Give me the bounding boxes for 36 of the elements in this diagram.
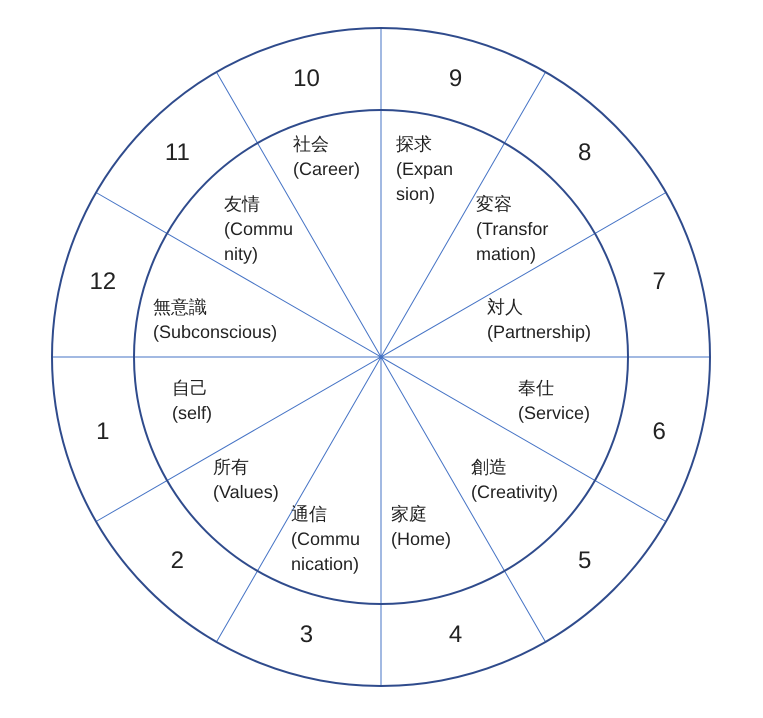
- house-name: 創造: [471, 456, 508, 479]
- house-name: 探求: [396, 133, 433, 156]
- house-name: 通信: [291, 503, 328, 526]
- house-keyword: (Community): [224, 218, 294, 266]
- house-name: 所有: [213, 456, 250, 479]
- house-number: 8: [578, 139, 592, 168]
- house-keyword: (Creativity): [471, 481, 558, 504]
- house-number: 7: [652, 268, 666, 296]
- house-keyword: (Subconscious): [153, 321, 278, 344]
- house-name: 家庭: [391, 503, 428, 526]
- house-number: 2: [170, 546, 184, 575]
- house-number: 3: [300, 621, 314, 650]
- house-keyword: (Transformation): [476, 218, 550, 266]
- house-keyword: (Expansion): [396, 158, 454, 206]
- house-number: 12: [89, 268, 116, 296]
- house-number: 10: [293, 64, 320, 93]
- house-number: 1: [96, 418, 110, 446]
- house-number: 4: [448, 621, 462, 650]
- house-name: 自己: [172, 377, 209, 400]
- house-keyword: (Service): [518, 402, 590, 425]
- house-number: 5: [578, 546, 592, 575]
- house-name: 社会: [293, 133, 330, 156]
- house-keyword: (Career): [293, 158, 360, 181]
- house-number: 6: [652, 418, 666, 446]
- house-keyword: (Home): [391, 528, 452, 551]
- house-name: 友情: [224, 193, 261, 216]
- house-name: 奉仕: [518, 377, 555, 400]
- house-keyword: (Partnership): [487, 321, 592, 344]
- house-number: 11: [164, 139, 190, 168]
- house-number: 9: [448, 64, 462, 93]
- house-keyword: (self): [172, 402, 212, 425]
- house-name: 対人: [487, 296, 524, 319]
- house-keyword: (Communication): [291, 528, 362, 576]
- house-name: 変容: [476, 193, 513, 216]
- house-name: 無意識: [153, 296, 208, 319]
- house-keyword: (Values): [213, 481, 279, 504]
